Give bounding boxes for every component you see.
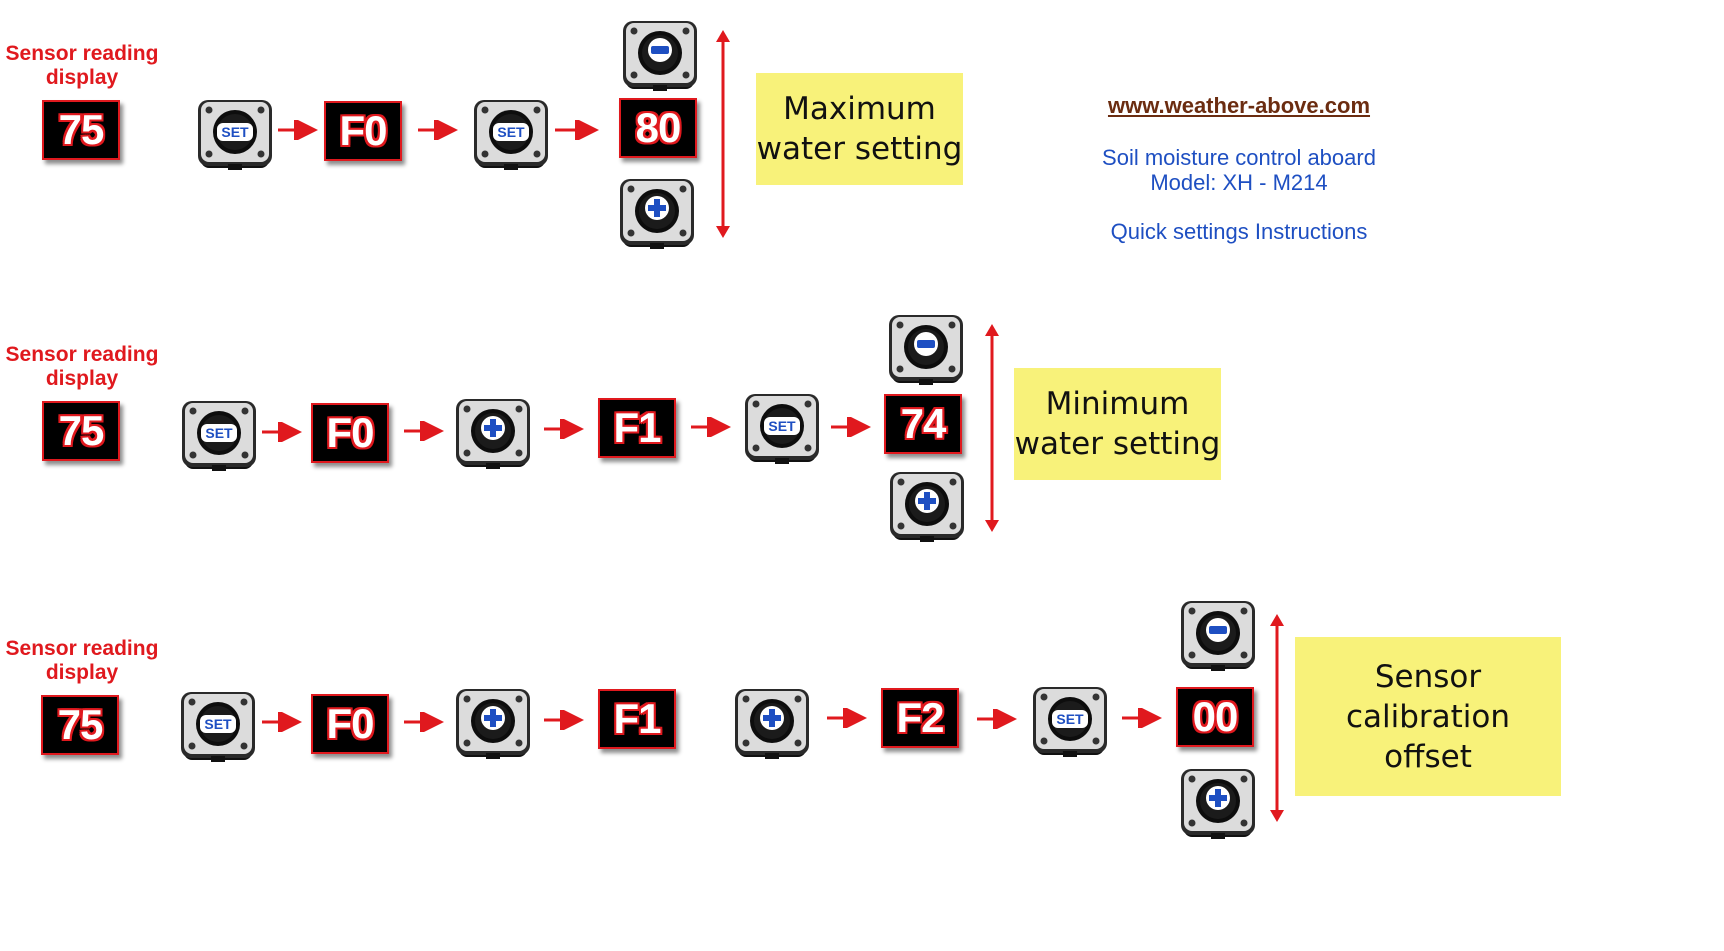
flow-arrow xyxy=(831,417,871,437)
svg-text:SET: SET xyxy=(1056,711,1084,727)
set-button[interactable]: SET xyxy=(471,96,551,172)
svg-text:SET: SET xyxy=(497,124,525,140)
function-display: F1 xyxy=(598,689,676,749)
set-button[interactable]: SET xyxy=(178,688,258,764)
sensor-reading-display: 75 xyxy=(42,100,120,160)
flow-arrow xyxy=(404,712,444,732)
function-display: F2 xyxy=(881,688,959,748)
model-number: Model: XH - M214 xyxy=(1150,170,1328,195)
plus-button[interactable] xyxy=(453,685,533,761)
adjust-range-arrow xyxy=(1270,614,1284,822)
flow-arrow xyxy=(555,120,599,140)
flow-arrow xyxy=(544,710,584,730)
minus-button[interactable] xyxy=(1178,597,1258,673)
set-button[interactable]: SET xyxy=(742,390,822,466)
sensor-reading-label: Sensor reading display xyxy=(5,637,159,684)
minus-button[interactable] xyxy=(886,311,966,387)
set-button[interactable]: SET xyxy=(195,96,275,172)
flow-arrow xyxy=(418,120,458,140)
svg-text:SET: SET xyxy=(204,716,232,732)
value-display: 74 xyxy=(884,394,962,454)
svg-text:SET: SET xyxy=(205,425,233,441)
function-display: F0 xyxy=(311,694,389,754)
svg-text:SET: SET xyxy=(768,418,796,434)
function-display: F0 xyxy=(311,403,389,463)
adjust-range-arrow xyxy=(716,30,730,238)
value-display: 80 xyxy=(619,98,697,158)
function-display: F0 xyxy=(324,101,402,161)
flow-arrow xyxy=(691,417,731,437)
sensor-reading-label: Sensor reading display xyxy=(5,343,159,390)
flow-arrow xyxy=(404,421,444,441)
sensor-reading-label: Sensor reading display xyxy=(5,42,159,89)
plus-button[interactable] xyxy=(1178,765,1258,841)
plus-button[interactable] xyxy=(617,175,697,251)
website-link[interactable]: www.weather-above.com xyxy=(1107,93,1371,118)
adjust-range-arrow xyxy=(985,324,999,532)
minus-button[interactable] xyxy=(620,17,700,93)
flow-arrow xyxy=(278,120,318,140)
plus-button[interactable] xyxy=(732,685,812,761)
flow-arrow xyxy=(977,709,1017,729)
sensor-reading-display: 75 xyxy=(42,401,120,461)
sensor-reading-display: 75 xyxy=(41,695,119,755)
plus-button[interactable] xyxy=(887,468,967,544)
product-name: Soil moisture control aboard xyxy=(1102,145,1376,170)
set-button[interactable]: SET xyxy=(179,397,259,473)
flow-arrow xyxy=(544,419,584,439)
function-display: F1 xyxy=(598,398,676,458)
set-button[interactable]: SET xyxy=(1030,683,1110,759)
value-display: 00 xyxy=(1176,687,1254,747)
flow-arrow xyxy=(262,422,302,442)
svg-text:SET: SET xyxy=(221,124,249,140)
flow-arrow xyxy=(1122,708,1162,728)
instructions-subtitle: Quick settings Instructions xyxy=(1110,219,1368,244)
plus-button[interactable] xyxy=(453,395,533,471)
flow-arrow xyxy=(262,712,302,732)
flow-arrow xyxy=(827,708,867,728)
